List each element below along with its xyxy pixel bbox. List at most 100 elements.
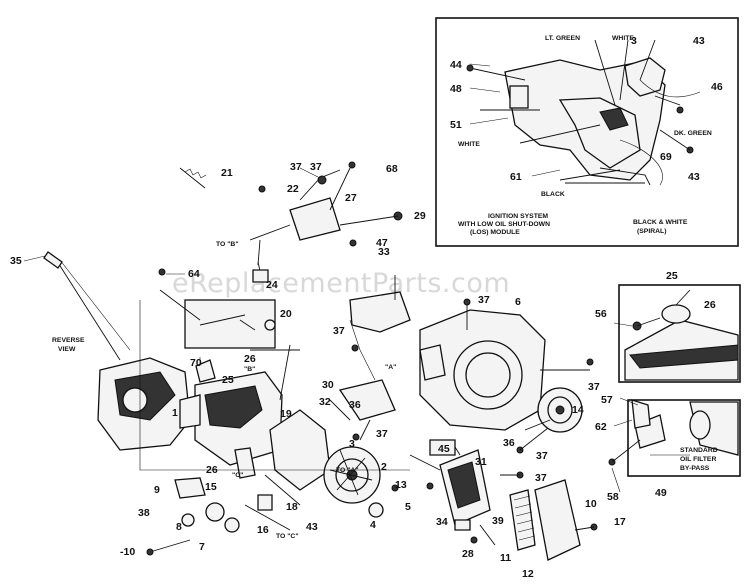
part-label-37-air: 37 xyxy=(535,472,547,484)
part-label-13: 13 xyxy=(395,479,407,491)
reference-line-left xyxy=(139,300,410,471)
part-label-minus-10: -10 xyxy=(120,546,135,558)
part-label-37-center: 37 xyxy=(333,325,345,337)
part-label-11: 11 xyxy=(500,552,511,564)
part-number-labels: 1 2 3 3 4 5 6 7 8 9 10 -10 11 12 13 14 1… xyxy=(10,35,723,580)
part-label-21: 21 xyxy=(221,167,233,179)
part-label-43: 43 xyxy=(306,521,318,533)
reverse-view-engine: REVERSE VIEW xyxy=(43,251,191,451)
wire-label-black-white: BLACK & WHITE xyxy=(633,219,688,226)
governor-linkage-group xyxy=(179,161,403,283)
part-label-70: 70 xyxy=(190,357,202,369)
oil-filter-caption-line1: STANDARD xyxy=(680,447,718,454)
part-label-25-inset: 25 xyxy=(666,270,678,282)
reference-c-mark: "C" xyxy=(232,472,243,479)
part-label-61: 61 xyxy=(510,171,522,183)
ignition-caption-line3: (LOS) MODULE xyxy=(470,229,520,236)
part-label-19: 19 xyxy=(280,408,292,420)
part-label-26-lower: 26 xyxy=(206,464,218,476)
part-label-64: 64 xyxy=(188,268,200,280)
ignition-caption-line2: WITH LOW OIL SHUT-DOWN xyxy=(458,221,550,228)
part-label-15: 15 xyxy=(205,481,217,493)
part-label-47: 47 xyxy=(376,237,388,249)
part-label-17: 17 xyxy=(614,516,626,528)
reference-to-a: TO "A" xyxy=(336,467,359,474)
blower-housing xyxy=(419,298,594,431)
part-label-49: 49 xyxy=(655,487,667,499)
part-label-10: 10 xyxy=(585,498,597,510)
part-label-12: 12 xyxy=(522,568,534,580)
carburetor-group xyxy=(146,268,301,556)
part-label-62: 62 xyxy=(595,421,607,433)
part-label-69: 69 xyxy=(660,151,672,163)
part-label-32: 32 xyxy=(319,396,331,408)
reverse-view-label-line1: REVERSE xyxy=(52,337,85,344)
part-drawing-62 xyxy=(631,399,651,429)
part-label-58: 58 xyxy=(607,491,619,503)
part-label-46: 46 xyxy=(711,81,723,93)
part-label-27: 27 xyxy=(345,192,357,204)
part-label-37-right: 37 xyxy=(588,381,600,393)
part-label-57: 57 xyxy=(601,394,613,406)
part-label-5: 5 xyxy=(405,501,411,513)
part-label-28: 28 xyxy=(462,548,474,560)
part-label-51: 51 xyxy=(450,119,462,131)
ignition-caption-line1: IGNITION SYSTEM xyxy=(488,213,548,220)
wire-label-dk-green: DK. GREEN xyxy=(674,130,712,137)
part-label-9: 9 xyxy=(154,484,160,496)
wire-label-white-left: WHITE xyxy=(458,141,480,148)
part-label-25: 25 xyxy=(222,374,234,386)
part-label-36-right: 36 xyxy=(503,437,515,449)
spark-plug-line xyxy=(59,259,131,351)
part-label-3-inset: 3 xyxy=(631,35,637,47)
part-label-37-top: 37 xyxy=(290,161,302,173)
part-label-48: 48 xyxy=(450,83,462,95)
part-label-2: 2 xyxy=(381,461,387,473)
part-label-37-starter: 37 xyxy=(536,450,548,462)
part-label-20: 20 xyxy=(280,308,292,320)
part-label-33: 33 xyxy=(378,246,390,258)
part-label-22: 22 xyxy=(287,183,299,195)
leader-lines xyxy=(23,63,639,493)
reference-a-mark: "A" xyxy=(385,364,396,371)
part-label-38: 38 xyxy=(138,507,150,519)
part-label-24: 24 xyxy=(266,279,278,291)
air-cleaner-group xyxy=(409,439,598,561)
part-label-31: 31 xyxy=(475,456,487,468)
reference-to-b: TO "B" xyxy=(216,241,239,248)
reverse-view-label-line2: VIEW xyxy=(58,346,76,353)
oil-filter-caption-line3: BY-PASS xyxy=(680,465,710,472)
wire-label-lt-green: LT. GREEN xyxy=(545,35,580,42)
part-label-37-housing: 37 xyxy=(478,294,490,306)
part-label-45: 45 xyxy=(438,443,450,455)
part-label-16: 16 xyxy=(257,524,269,536)
wire-label-black: BLACK xyxy=(541,191,565,198)
part-label-26-inset: 26 xyxy=(704,299,716,311)
part-label-68: 68 xyxy=(386,163,398,175)
watermark: eReplacementParts.com xyxy=(172,268,510,299)
part-label-29: 29 xyxy=(414,210,426,222)
reference-b-mark: "B" xyxy=(244,366,255,373)
part-label-7: 7 xyxy=(199,541,205,553)
part-label-18: 18 xyxy=(286,501,298,513)
recoil-starter xyxy=(516,387,583,454)
part-label-3: 3 xyxy=(349,438,355,450)
part-label-37-lower: 37 xyxy=(376,428,388,440)
part-label-8: 8 xyxy=(176,521,182,533)
wire-label-white-top: WHITE xyxy=(612,35,634,42)
part-label-43-bottom: 43 xyxy=(688,171,700,183)
part-label-35: 35 xyxy=(10,255,22,267)
part-label-30: 30 xyxy=(322,379,334,391)
part-label-1: 1 xyxy=(172,407,178,419)
oil-filter-caption-line2: OIL FILTER xyxy=(680,456,716,463)
part-label-4: 4 xyxy=(370,519,376,531)
part-label-6: 6 xyxy=(515,296,521,308)
part-label-56: 56 xyxy=(595,308,607,320)
part-label-37-extra: 37 xyxy=(310,161,322,173)
part-label-36-left: 36 xyxy=(349,399,361,411)
part-label-43-top: 43 xyxy=(693,35,705,47)
reference-to-c: TO "C" xyxy=(276,533,299,540)
pin-detail-inset xyxy=(618,284,741,383)
part-label-14: 14 xyxy=(572,404,584,416)
